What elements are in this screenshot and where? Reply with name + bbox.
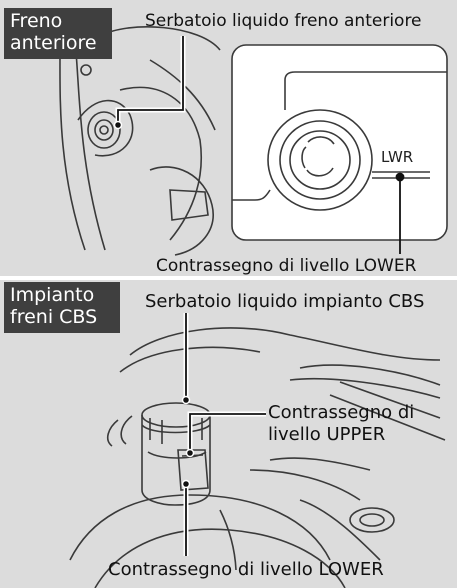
cbs-lower-leader (181, 479, 191, 556)
front-reservoir-leader (113, 36, 186, 130)
cbs-brake-tag-line-2: freni CBS (10, 306, 98, 328)
cbs-reservoir-illustration (69, 327, 446, 588)
front-brake-tag-line-2: anteriore (10, 32, 97, 54)
cbs-upper-leader (185, 411, 266, 458)
cbs-reservoir-leader (181, 313, 191, 405)
reservoir-inset (231, 44, 448, 241)
cbs-upper-mark-line-2: livello UPPER (268, 424, 386, 445)
front-lower-mark-label: Contrassegno di livello LOWER (156, 256, 417, 276)
lwr-mark-label: LWR (381, 148, 414, 166)
cbs-reservoir-label: Serbatoio liquido impianto CBS (145, 291, 425, 312)
front-brake-tag: Freno anteriore (4, 8, 112, 59)
front-lower-leader (395, 172, 405, 254)
cbs-brake-tag: Impianto freni CBS (4, 282, 120, 333)
cbs-brake-tag-line-1: Impianto (10, 284, 95, 306)
panel-divider (0, 276, 457, 280)
cbs-upper-mark-label: Contrassegno di livello UPPER (268, 402, 414, 446)
front-reservoir-label: Serbatoio liquido freno anteriore (145, 11, 422, 31)
cbs-upper-mark-line-1: Contrassegno di (268, 402, 415, 423)
front-brake-tag-line-1: Freno (10, 10, 63, 32)
cbs-lower-mark-label: Contrassegno di livello LOWER (108, 559, 384, 580)
